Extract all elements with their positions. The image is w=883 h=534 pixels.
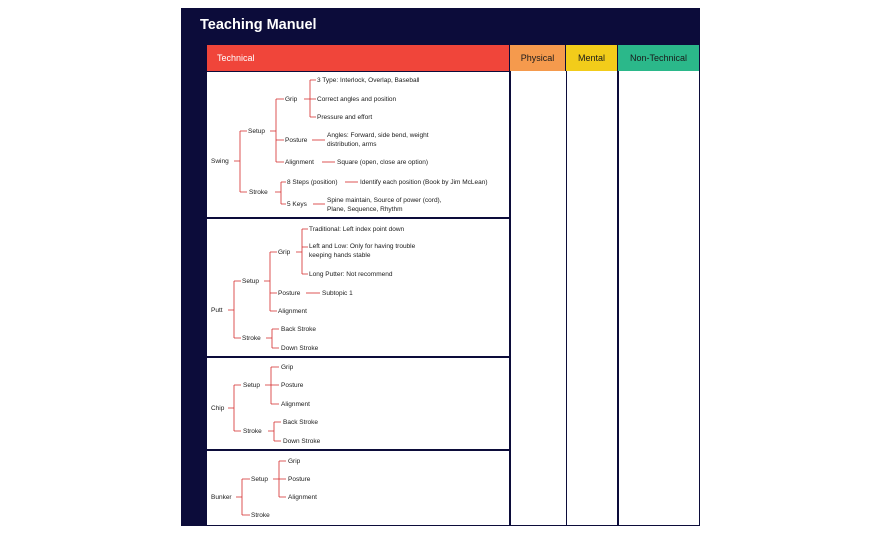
swing-grip-item: Pressure and effort [317,114,372,121]
swing-steps: 8 Steps (position) [287,179,338,186]
section-swing [207,72,509,217]
swing-keys-item: Plane, Sequence, Rhythm [327,206,403,213]
putt-grip-item: keeping hands stable [309,252,371,259]
bunker-stroke: Stroke [251,512,270,519]
section-putt [207,219,509,356]
putt-stroke: Stroke [242,335,261,342]
bunker-posture: Posture [288,476,311,483]
chip-grip: Grip [281,364,294,371]
putt-grip-item: Traditional: Left index point down [309,226,405,233]
putt-grip-item: Long Putter: Not recommend [309,271,393,278]
chip-posture: Posture [281,382,304,389]
connector-lines [228,79,358,516]
putt-grip: Grip [278,249,291,256]
chip-down-stroke: Down Stroke [283,438,321,445]
chip-back-stroke: Back Stroke [283,419,318,426]
physical-column [511,71,566,525]
header-non-technical: Non-Technical [618,45,700,71]
section-chip [207,358,509,449]
bunker-label: Bunker [211,494,232,501]
chip-stroke: Stroke [243,428,262,435]
swing-label: Swing [211,158,229,165]
bunker-alignment: Alignment [288,494,317,501]
swing-alignment: Alignment [285,159,314,166]
bunker-grip: Grip [288,458,301,465]
section-bunker [207,451,509,525]
swing-posture-item: distribution, arms [327,141,377,148]
chip-setup: Setup [243,382,260,389]
page-title: Teaching Manuel [200,17,317,33]
swing-stroke: Stroke [249,189,268,196]
mental-column [567,71,617,525]
header-mental: Mental [566,45,618,71]
putt-posture-item: Subtopic 1 [322,290,353,297]
chip-label: Chip [211,405,225,412]
chip-alignment: Alignment [281,401,310,408]
header-physical: Physical [510,45,566,71]
swing-steps-item: Identify each position (Book by Jim McLe… [360,179,488,186]
swing-grip-item: 3 Type: Interlock, Overlap, Baseball [317,77,420,84]
swing-posture: Posture [285,137,308,144]
swing-grip-item: Correct angles and position [317,96,397,103]
swing-keys-item: Spine maintain, Source of power (cord), [327,197,442,204]
putt-back-stroke: Back Stroke [281,326,316,333]
putt-alignment: Alignment [278,308,307,315]
putt-down-stroke: Down Stroke [281,345,319,352]
non-technical-column [619,71,699,525]
bunker-setup: Setup [251,476,268,483]
swing-setup: Setup [248,128,265,135]
putt-setup: Setup [242,278,259,285]
swing-keys: 5 Keys [287,201,308,208]
putt-label: Putt [211,307,223,314]
header-technical: Technical [207,45,510,71]
swing-alignment-item: Square (open, close are option) [337,159,428,166]
putt-posture: Posture [278,290,301,297]
swing-grip: Grip [285,96,298,103]
putt-grip-item: Left and Low: Only for having trouble [309,243,416,250]
swing-posture-item: Angles: Forward, side bend, weight [327,132,429,139]
